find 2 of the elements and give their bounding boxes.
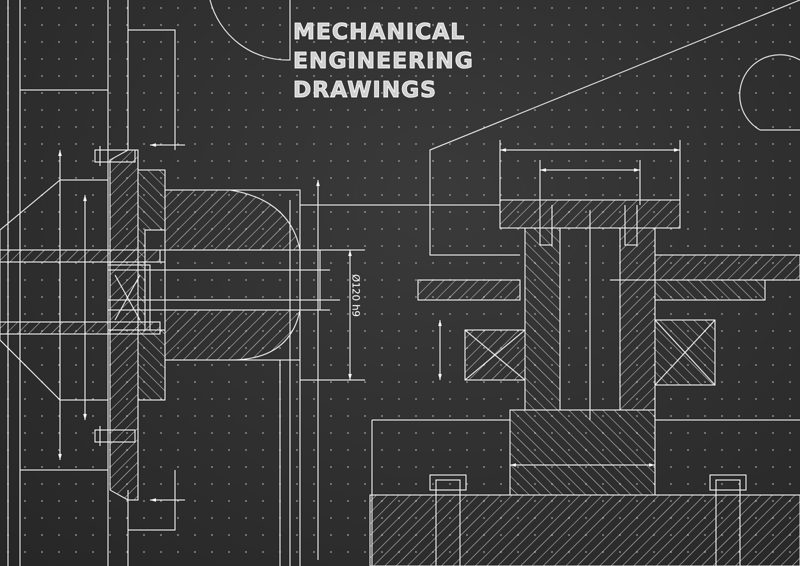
dimension-label: Ø120 h9 bbox=[350, 273, 360, 319]
title: MECHANICAL ENGINEERING DRAWINGS bbox=[293, 19, 475, 105]
